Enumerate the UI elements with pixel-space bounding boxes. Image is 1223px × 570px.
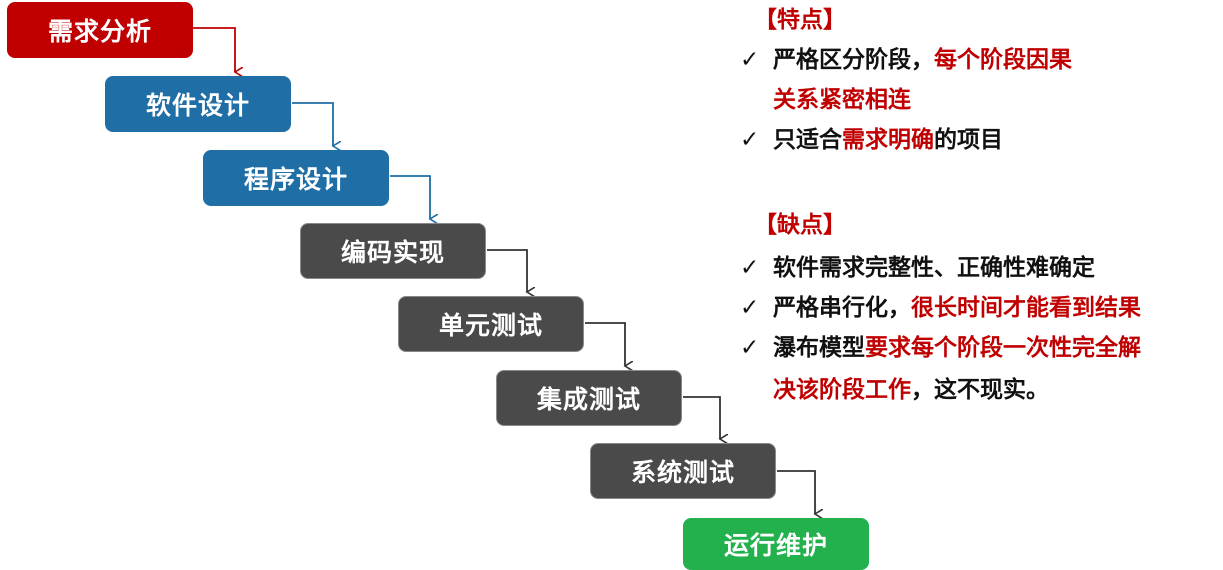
text: 软件需求完整性、正确性难确定: [773, 255, 1095, 281]
arrow-6: [683, 396, 720, 439]
stage-software-design: 软件设计: [105, 76, 291, 132]
feature-item-cont: 关系紧密相连: [773, 87, 911, 113]
text: ，这不现实。: [911, 377, 1049, 403]
drawback-item: ✓ 软件需求完整性、正确性难确定: [740, 248, 1095, 282]
stage-system-test: 系统测试: [590, 443, 776, 499]
drawback-item-cont: 决该阶段工作，这不现实。: [740, 370, 1049, 404]
feature-item: ✓ 严格区分阶段，每个阶段因果: [740, 40, 1072, 74]
highlight: 需求明确: [842, 127, 934, 153]
text: 瀑布模型: [773, 335, 865, 361]
check-icon: ✓: [740, 335, 760, 361]
highlight: 每个阶段因果: [934, 47, 1072, 73]
features-header: 【特点】: [754, 7, 846, 33]
stage-maintenance: 运行维护: [683, 518, 869, 570]
arrow-3: [390, 175, 430, 219]
drawback-item: ✓ 瀑布模型要求每个阶段一次性完全解: [740, 328, 1141, 362]
check-icon: ✓: [740, 47, 760, 73]
arrow-4: [487, 249, 527, 292]
stage-unit-test: 单元测试: [398, 296, 584, 352]
drawbacks-header: 【缺点】: [754, 212, 846, 238]
arrow-2: [292, 102, 333, 146]
text: 的项目: [934, 127, 1003, 153]
check-icon: ✓: [740, 295, 760, 321]
stage-requirements-analysis: 需求分析: [7, 2, 193, 58]
highlight: 要求每个阶段一次性完全解: [865, 335, 1141, 361]
check-icon: ✓: [740, 255, 760, 281]
check-icon: ✓: [740, 127, 760, 153]
stage-coding: 编码实现: [300, 223, 486, 279]
drawback-item: ✓ 严格串行化，很长时间才能看到结果: [740, 288, 1141, 322]
arrow-1: [193, 27, 235, 72]
highlight: 很长时间才能看到结果: [911, 295, 1141, 321]
highlight: 决该阶段工作: [773, 377, 911, 403]
text: 只适合: [773, 127, 842, 153]
arrow-5: [585, 322, 625, 366]
stage-program-design: 程序设计: [203, 150, 389, 206]
arrow-7: [777, 470, 815, 514]
stage-integration-test: 集成测试: [496, 370, 682, 426]
text: 严格区分阶段，: [773, 47, 934, 73]
text: 严格串行化，: [773, 295, 911, 321]
feature-item: ✓ 只适合需求明确的项目: [740, 120, 1003, 154]
